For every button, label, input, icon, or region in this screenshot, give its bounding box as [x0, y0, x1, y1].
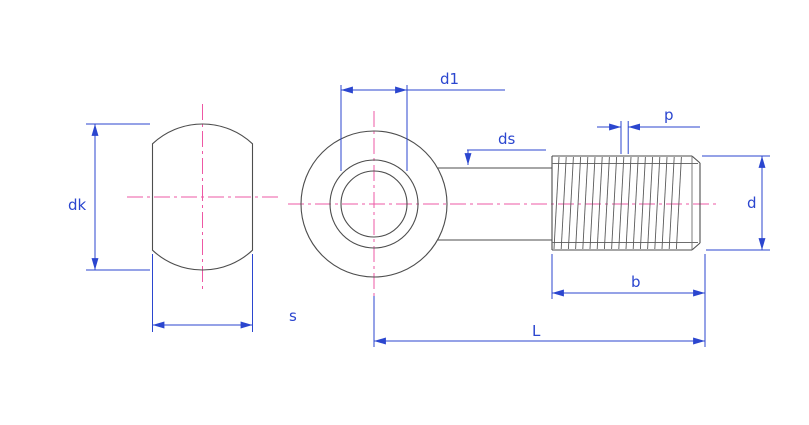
thread-hatch-line [625, 156, 632, 250]
thread-hatch-line [596, 156, 603, 250]
s-label: s [289, 307, 297, 325]
head-outline [151, 123, 254, 271]
b-label: b [631, 273, 641, 291]
ds-label: ds [498, 130, 516, 148]
thread-hatch-line [639, 156, 646, 250]
thread-hatch-line [553, 156, 560, 250]
thread-hatch-line [560, 156, 567, 250]
eye-hole-circle [340, 170, 408, 238]
centerlines [127, 104, 718, 300]
thread-hatch-line [647, 156, 654, 250]
dimensions: dk s d1 ds p d [68, 70, 770, 347]
eye-outer-circle [300, 130, 448, 278]
thread-hatch-line [582, 156, 589, 250]
thread-hatch-line [589, 156, 596, 250]
eye-boss-circle [329, 159, 419, 249]
thread-hatch-line [668, 156, 675, 250]
thread-hatch-line [632, 156, 639, 250]
thread-hatch-line [618, 156, 625, 250]
thread-hatch-line [575, 156, 582, 250]
thread-hatch-line [611, 156, 618, 250]
l-label: L [532, 322, 541, 340]
chamfer-top-line [691, 155, 701, 164]
p-label: p [664, 106, 674, 124]
chamfer-bottom-line [691, 242, 701, 251]
dk-label: dk [68, 196, 87, 214]
d1-label: d1 [440, 70, 459, 88]
head-side-view [151, 123, 254, 271]
thread-hatch-line [654, 156, 661, 250]
bolt-front-view [300, 130, 701, 278]
thread-hatch [553, 156, 682, 250]
thread-hatch-line [603, 156, 610, 250]
thread-hatch-line [567, 156, 574, 250]
thread-hatch-line [661, 156, 668, 250]
thread-hatch-line [675, 156, 682, 250]
d-label: d [747, 194, 757, 212]
